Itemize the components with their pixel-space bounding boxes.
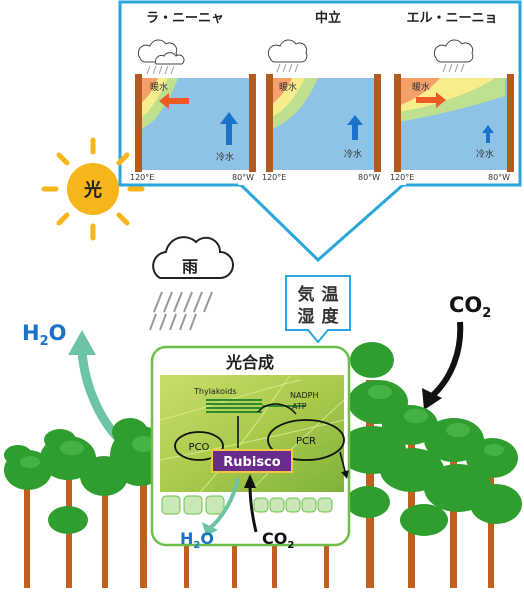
forest — [4, 342, 522, 590]
east-landmass — [249, 74, 256, 172]
pco-label: PCO — [189, 442, 210, 453]
upwelling-arrow-icon — [482, 125, 494, 143]
westward-arrow-icon — [159, 93, 189, 109]
rubisco-label: Rubisco — [223, 455, 280, 470]
cold-water-label: 冷水 — [344, 148, 362, 160]
svg-text:CO2: CO2 — [449, 293, 491, 321]
svg-text:CO2: CO2 — [262, 529, 294, 551]
east-landmass — [374, 74, 381, 172]
co2-in-arrow-icon — [422, 388, 442, 410]
climate-char-2: 温 — [322, 285, 339, 305]
cold-water-label: 冷水 — [476, 148, 494, 160]
east-longitude-label: 80°W — [232, 173, 254, 182]
west-landmass — [394, 74, 401, 172]
enso-panel-el-nino: エル・ニーニョ 暖水 冷水 120°E 80°W — [390, 11, 514, 182]
h2o-out-arrow-icon — [68, 330, 96, 355]
pcr-cycle — [267, 419, 345, 461]
h2o-sub: 2 — [40, 334, 49, 349]
west-landmass — [266, 74, 273, 172]
rain-label: 雨 — [182, 257, 198, 276]
west-longitude-label: 120°E — [390, 173, 414, 182]
warm-water-label: 暖水 — [150, 81, 168, 93]
leaf-co2-c: CO — [262, 529, 287, 548]
leaf-h2o-o: O — [200, 529, 214, 548]
thylakoids-label: Thylakoids — [193, 387, 237, 396]
leaf-h2o-arrow-icon — [202, 522, 218, 536]
west-longitude-label: 120°E — [130, 173, 154, 182]
co2-input: CO2 — [422, 293, 491, 410]
h2o-output: H2O — [22, 321, 124, 444]
ground — [0, 588, 524, 600]
rain-cloud-icon: 雨 — [149, 236, 234, 331]
leaf-h2o-sub: 2 — [193, 540, 200, 551]
enso-panel-la-nina: ラ・ニーニャ 暖水 冷水 120°E 80°W — [130, 11, 256, 182]
cloud-icon — [433, 39, 474, 73]
west-longitude-label: 120°E — [262, 173, 286, 182]
climate-char-1: 気 — [297, 284, 315, 305]
h2o-h: H — [22, 321, 40, 345]
west-landmass — [135, 74, 142, 172]
leaf-co2-sub: 2 — [287, 540, 294, 551]
pcr-label: PCR — [296, 436, 316, 447]
sun-label: 光 — [83, 179, 102, 201]
warm-water-label: 暖水 — [279, 81, 297, 93]
svg-text:H2O: H2O — [22, 321, 66, 349]
climate-input-box: 気 温 湿 度 — [285, 275, 351, 344]
panel-title: エル・ニーニョ — [406, 11, 497, 26]
cloud-icon — [267, 39, 308, 73]
leaf-co2-arrow-icon — [244, 474, 256, 488]
svg-text:H2O: H2O — [180, 529, 214, 551]
panel-title: ラ・ニーニャ — [146, 11, 224, 26]
cold-water-label: 冷水 — [216, 151, 234, 163]
east-longitude-label: 80°W — [488, 173, 510, 182]
nadph-label: NADPH — [290, 391, 318, 400]
enso-panel-neutral: 中立 暖水 冷水 120°E 80°W — [262, 10, 381, 182]
eastward-arrow-icon — [416, 92, 446, 108]
photosynthesis-panel: 光合成 Thylakoids NADPH ATP PCR PCO Rubis — [150, 345, 351, 551]
warm-water-label: 暖水 — [412, 81, 430, 93]
co2-sub: 2 — [482, 306, 491, 321]
co2-c: CO — [449, 293, 482, 317]
east-landmass — [507, 74, 514, 172]
rubisco-box — [211, 449, 293, 473]
pco-cycle — [174, 431, 224, 461]
climate-char-3: 湿 — [298, 307, 315, 327]
panel-title: 中立 — [315, 10, 341, 26]
photosynthesis-title: 光合成 — [225, 353, 274, 372]
upwelling-arrow-icon — [347, 115, 363, 140]
climate-char-4: 度 — [322, 306, 340, 327]
leaf-h2o-h: H — [180, 529, 193, 548]
atp-label: ATP — [292, 402, 307, 411]
upwelling-arrow-icon — [220, 112, 238, 145]
east-longitude-label: 80°W — [358, 173, 380, 182]
cloud-icon — [137, 39, 185, 75]
h2o-o: O — [49, 321, 67, 345]
sun-icon: 光 — [41, 137, 145, 241]
